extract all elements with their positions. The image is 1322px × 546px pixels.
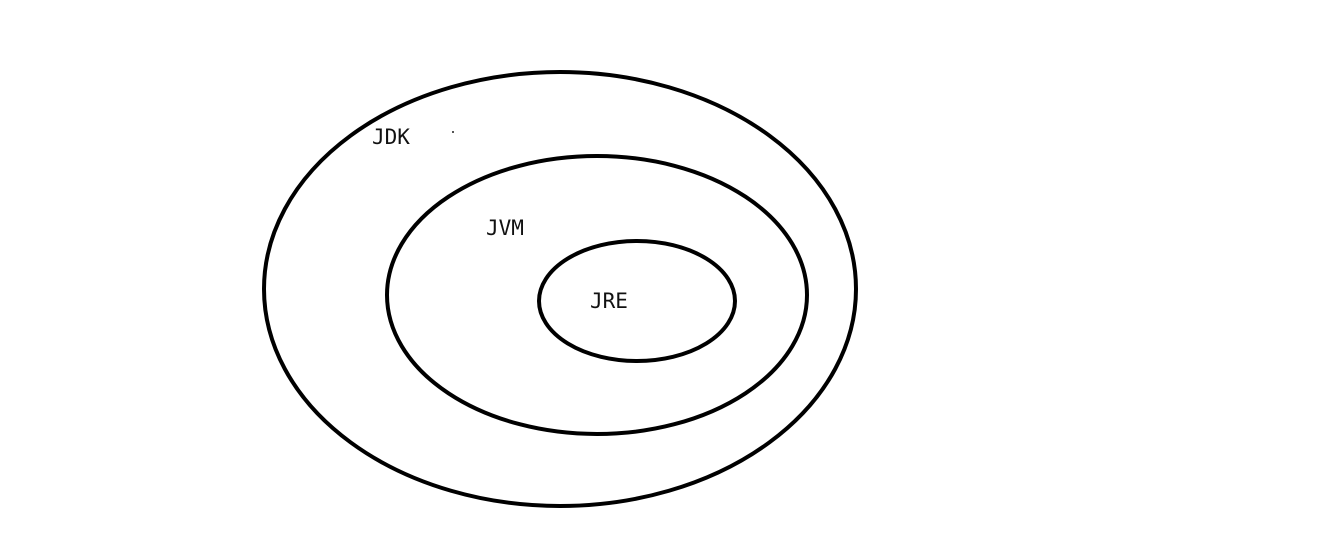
- stray-pixel: [452, 131, 454, 133]
- jvm-ellipse: [385, 154, 809, 436]
- jdk-label: JDK: [372, 125, 410, 149]
- jre-ellipse: [537, 239, 737, 363]
- jvm-label: JVM: [486, 216, 524, 240]
- jre-label: JRE: [590, 289, 628, 313]
- jdk-ellipse: [262, 70, 858, 508]
